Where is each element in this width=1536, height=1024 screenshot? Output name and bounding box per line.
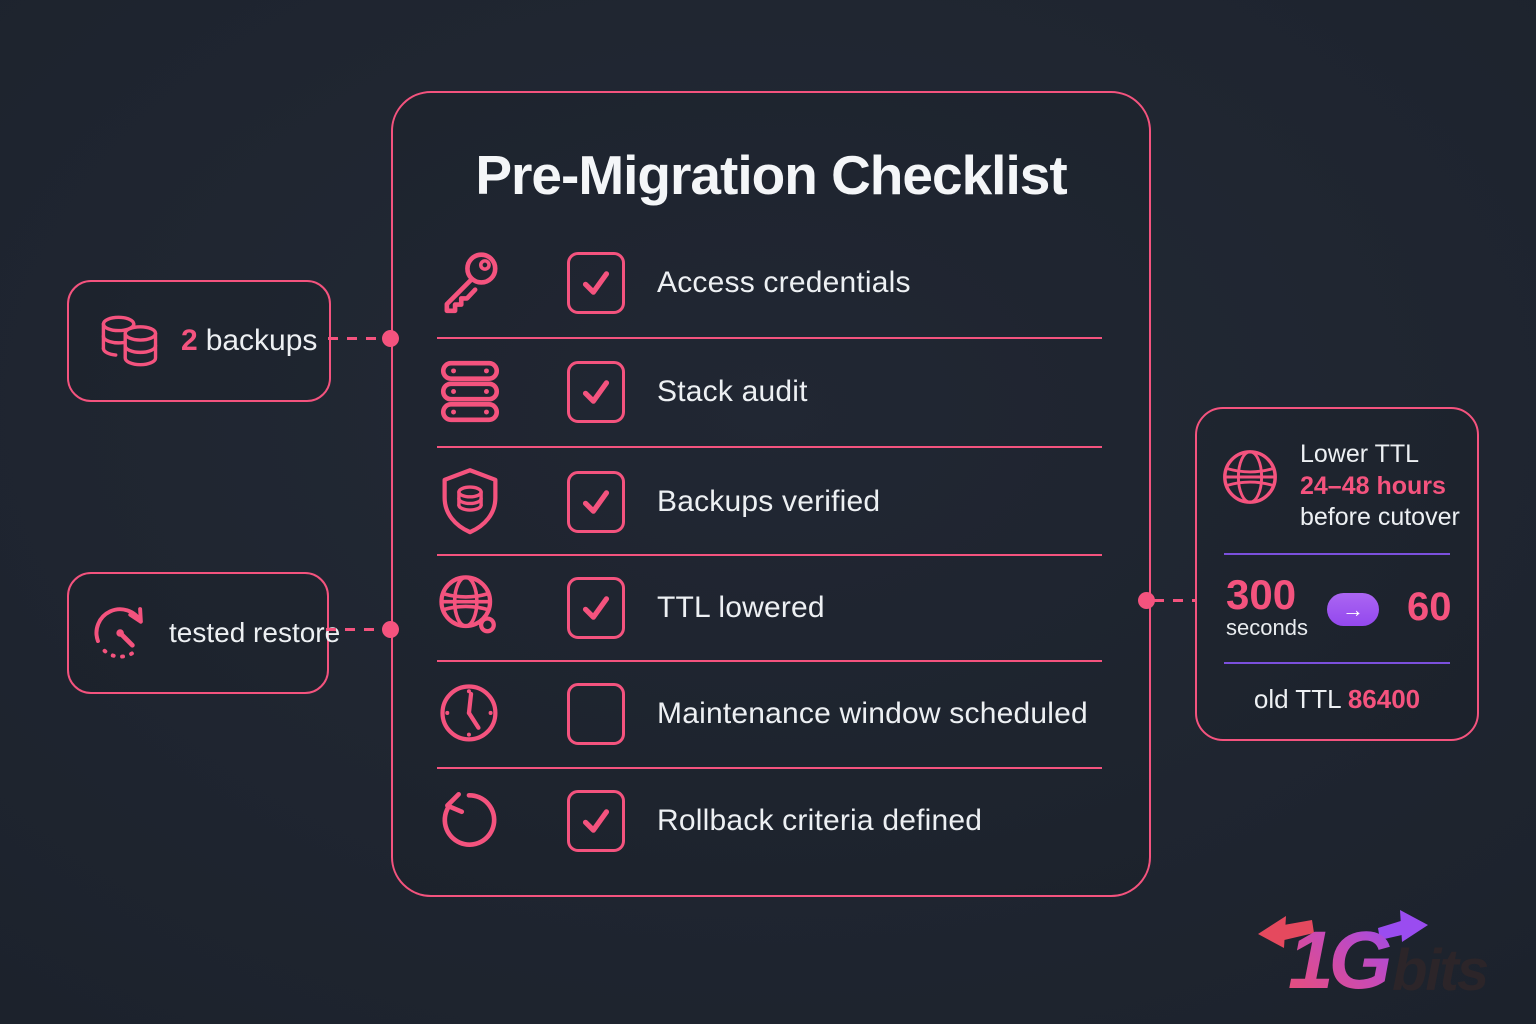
ttl-headline: Lower TTL 24–48 hours before cutover — [1300, 439, 1460, 534]
key-icon — [431, 244, 509, 322]
ttl-divider — [1224, 553, 1450, 555]
checklist-item-label: TTL lowered — [657, 591, 825, 624]
shield-database-icon — [431, 463, 509, 541]
row-divider — [437, 660, 1102, 662]
connector-backups-dashed-line — [328, 337, 382, 340]
checklist-row-maintenance-window: Maintenance window scheduled — [393, 668, 1149, 760]
globe-dot-icon — [431, 569, 509, 647]
checklist-row-rollback-criteria: Rollback criteria defined — [393, 775, 1149, 867]
restore-callout-card: tested restore — [67, 572, 340, 694]
connector-node-dot — [1138, 592, 1155, 609]
logo-left-arrow-icon — [1258, 916, 1314, 948]
backups-count: 2 — [181, 324, 198, 357]
checkbox[interactable] — [567, 577, 625, 639]
checklist-card: Pre-Migration Checklist Access credentia… — [391, 91, 1151, 897]
ttl-to-number: 60 — [1407, 585, 1452, 629]
checklist-row-stack-audit: Stack audit — [393, 346, 1149, 438]
ttl-headline-line1: Lower TTL — [1300, 440, 1420, 468]
server-stack-icon — [431, 353, 509, 431]
logo-primary-text: 1G — [1288, 915, 1391, 1006]
old-ttl-number: 86400 — [1347, 684, 1421, 714]
checkbox[interactable] — [567, 790, 625, 852]
logo-right-arrow-icon — [1378, 910, 1428, 942]
connector-node-dot — [382, 330, 399, 347]
checklist-item-label: Stack audit — [657, 375, 808, 408]
ttl-divider — [1224, 662, 1450, 664]
checkbox[interactable] — [567, 252, 625, 314]
ttl-detail-card: Lower TTL 24–48 hours before cutover 300… — [1195, 407, 1479, 741]
database-stack-icon — [93, 310, 165, 372]
checkbox[interactable] — [567, 683, 625, 745]
ttl-headline-line2: 24–48 hours — [1300, 471, 1446, 500]
checklist-item-label: Maintenance window scheduled — [657, 697, 1088, 730]
checklist-row-access-credentials: Access credentials — [393, 237, 1149, 329]
right-arrow-icon: → — [1342, 596, 1364, 622]
row-divider — [437, 554, 1102, 556]
row-divider — [437, 446, 1102, 448]
globe-icon — [1219, 446, 1281, 508]
clock-icon — [431, 675, 509, 753]
row-divider — [437, 337, 1102, 339]
checklist-item-label: Access credentials — [657, 266, 911, 299]
ttl-from-number: 300 — [1226, 571, 1297, 618]
checklist-row-backups-verified: Backups verified — [393, 456, 1149, 548]
checklist-row-ttl-lowered: TTL lowered — [393, 562, 1149, 654]
ttl-old-value: old TTL 86400 — [1197, 684, 1477, 715]
restore-timer-icon — [89, 600, 155, 666]
row-divider — [437, 767, 1102, 769]
connector-restore-dashed-line — [326, 628, 382, 631]
checkbox[interactable] — [567, 471, 625, 533]
ttl-headline-line3: before cutover — [1300, 503, 1460, 531]
ttl-from-value: 300 seconds — [1226, 571, 1308, 641]
checkbox[interactable] — [567, 361, 625, 423]
brand-logo: 1G bits — [1252, 898, 1496, 1010]
ttl-from-unit: seconds — [1226, 615, 1308, 640]
page-title: Pre-Migration Checklist — [475, 144, 1067, 206]
connector-ttl-dashed-line — [1154, 599, 1196, 602]
checklist-item-label: Rollback criteria defined — [657, 804, 983, 837]
arrow-pill: → — [1327, 593, 1379, 626]
restore-label: tested restore — [169, 617, 341, 648]
logo-secondary-text: bits — [1392, 938, 1488, 1003]
rollback-arrow-icon — [431, 782, 509, 860]
connector-node-dot — [382, 621, 399, 638]
checklist-item-label: Backups verified — [657, 485, 881, 518]
old-ttl-label: old TTL — [1253, 684, 1341, 714]
